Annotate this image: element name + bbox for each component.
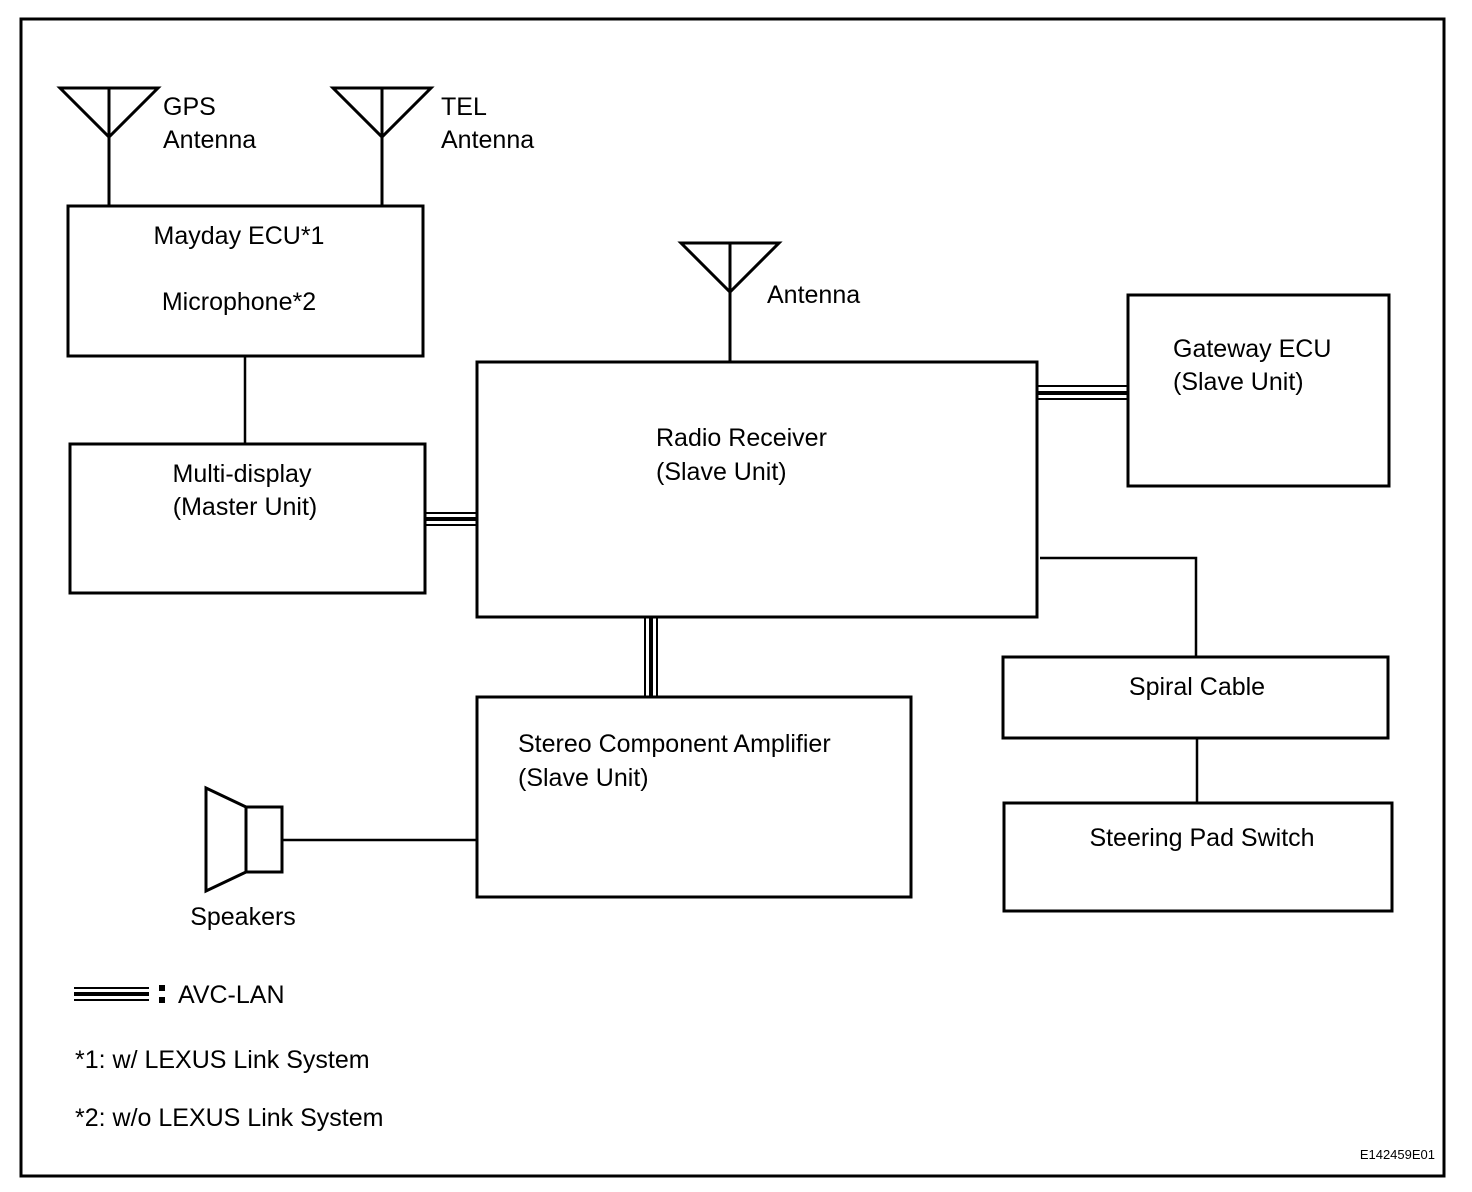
outer-frame bbox=[19, 17, 1446, 1178]
gps-antenna-label-line2: Antenna bbox=[163, 126, 256, 154]
speaker-icon bbox=[204, 785, 284, 894]
multi-display-sublabel: (Master Unit) bbox=[173, 493, 317, 521]
spiral-cable-box bbox=[1001, 655, 1390, 740]
figure-code: E142459E01 bbox=[1360, 1147, 1435, 1162]
footnote-2: *2: w/o LEXUS Link System bbox=[75, 1104, 383, 1132]
radio-receiver-label: Radio Receiver bbox=[656, 424, 827, 452]
avc-lan-radio-gateway bbox=[1037, 385, 1128, 400]
amplifier-label: Stereo Component Amplifier bbox=[518, 730, 831, 758]
avc-lan-display-radio bbox=[425, 512, 477, 526]
speakers-label: Speakers bbox=[190, 903, 296, 931]
radio-receiver-sublabel: (Slave Unit) bbox=[656, 458, 787, 486]
radio-antenna-label: Antenna bbox=[767, 281, 860, 309]
gateway-ecu-sublabel: (Slave Unit) bbox=[1173, 368, 1304, 396]
tel-antenna-icon bbox=[329, 86, 435, 206]
radio-antenna-icon bbox=[677, 241, 783, 362]
tel-antenna-label-line1: TEL bbox=[441, 93, 487, 121]
microphone-label: Microphone*2 bbox=[162, 288, 316, 316]
radio-receiver-box bbox=[475, 360, 1039, 619]
spiral-cable-label: Spiral Cable bbox=[1129, 673, 1265, 701]
tel-antenna-label-line2: Antenna bbox=[441, 126, 534, 154]
gateway-ecu-box bbox=[1126, 293, 1391, 488]
gps-antenna-icon bbox=[56, 86, 162, 206]
radio-to-spiral-wire bbox=[1040, 556, 1198, 657]
steering-pad-switch-label: Steering Pad Switch bbox=[1089, 824, 1314, 852]
steering-pad-switch-box bbox=[1002, 801, 1394, 913]
amplifier-sublabel: (Slave Unit) bbox=[518, 764, 649, 792]
multi-display-label: Multi-display bbox=[173, 460, 312, 488]
avc-lan-radio-amplifier bbox=[644, 617, 658, 697]
avc-lan-legend-line-icon bbox=[74, 987, 149, 1001]
mayday-ecu-box bbox=[66, 204, 425, 358]
amplifier-box bbox=[475, 695, 913, 899]
multi-display-box bbox=[68, 442, 427, 595]
avc-lan-legend-label: AVC-LAN bbox=[178, 981, 285, 1009]
gateway-ecu-label: Gateway ECU bbox=[1173, 335, 1331, 363]
mayday-ecu-label: Mayday ECU*1 bbox=[154, 222, 325, 250]
footnote-1: *1: w/ LEXUS Link System bbox=[75, 1046, 370, 1074]
legend-colon-icon bbox=[159, 985, 165, 1003]
gps-antenna-label-line1: GPS bbox=[163, 93, 216, 121]
